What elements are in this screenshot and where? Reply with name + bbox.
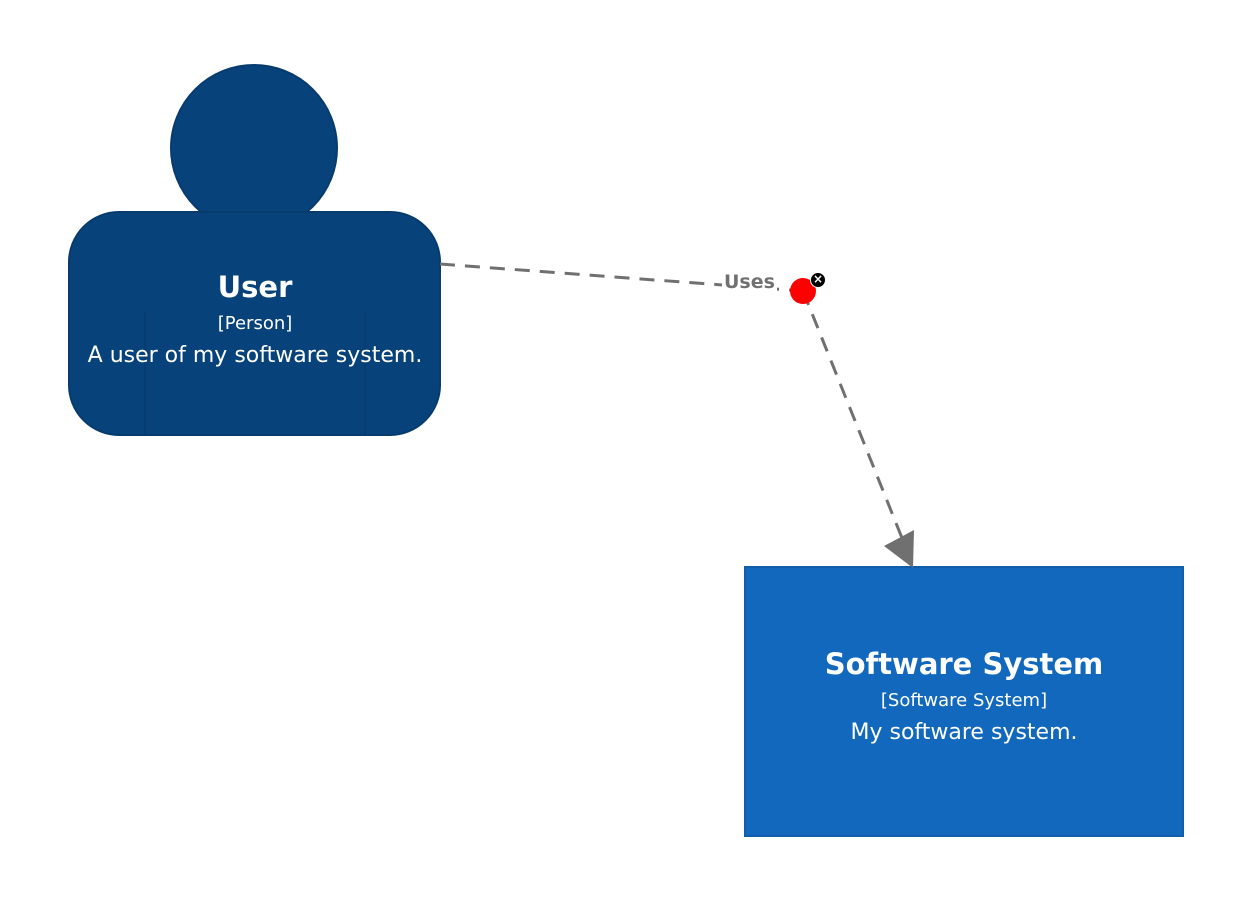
close-icon[interactable]: × [810,272,826,288]
element-description: A user of my software system. [87,343,423,368]
software-system-label: Software System [Software System] My sof… [745,567,1183,747]
software-system-box[interactable] [744,566,1184,837]
element-type: [Person] [217,313,293,334]
element-name: Software System [824,647,1104,681]
element-name: User [217,270,293,304]
relationship-line-segment[interactable] [801,290,908,549]
element-description: My software system. [850,720,1078,745]
element-type: [Software System] [880,690,1048,711]
person-head[interactable] [170,64,338,232]
relationship-arrowhead [884,530,914,568]
person-body[interactable] [68,211,441,436]
relationship-label[interactable]: Uses [722,270,777,294]
person-label: User [Person] A user of my software syst… [70,212,440,370]
